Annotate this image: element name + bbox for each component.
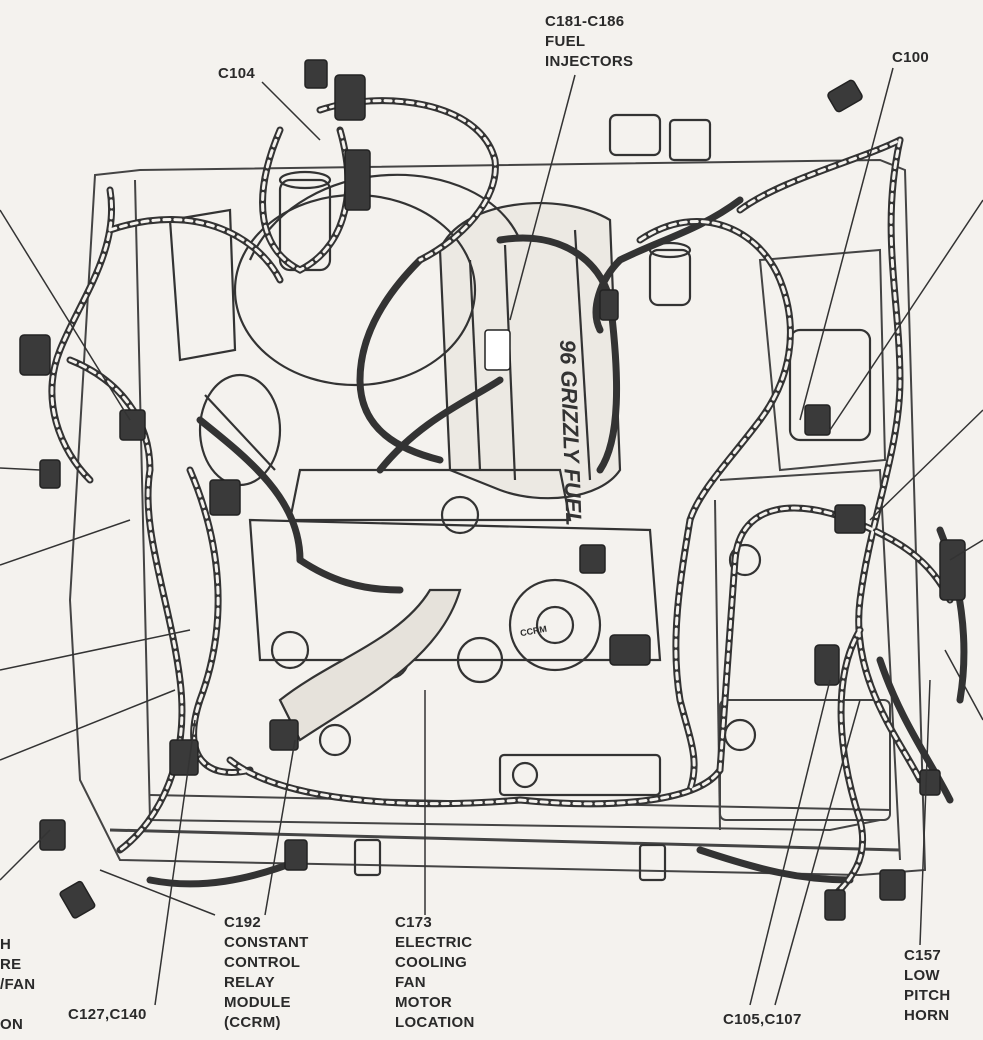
- callout-cooling-fan-line1: C173: [395, 914, 433, 931]
- callout-left-cut-line3: /FAN: [0, 976, 36, 993]
- callout-cooling-fan-line3: COOLING: [395, 954, 468, 971]
- callout-c100-line1: C100: [892, 49, 930, 66]
- callout-ccrm-line6: (CCRM): [224, 1014, 281, 1031]
- callout-cooling-fan-line2: ELECTRIC: [395, 934, 473, 951]
- callout-cooling-fan-line5: MOTOR: [395, 994, 453, 1011]
- callout-cooling-fan-line6: LOCATION: [395, 1014, 475, 1031]
- callout-ccrm: C192 CONSTANT CONTROL RELAY MODULE (CCRM…: [224, 913, 309, 1033]
- callout-ccrm-line5: MODULE: [224, 994, 291, 1011]
- callout-left-cut-line2: RE: [0, 956, 22, 973]
- callout-c127-c140-line1: C127,C140: [68, 1006, 147, 1023]
- callout-fuel-injectors: C181-C186 FUEL INJECTORS: [545, 12, 633, 72]
- callout-c105-c107-line1: C105,C107: [723, 1011, 802, 1028]
- callout-ccrm-line2: CONSTANT: [224, 934, 309, 951]
- callout-fuel-injectors-line2: FUEL: [545, 33, 586, 50]
- callout-c127-c140: C127,C140: [68, 1005, 147, 1025]
- callout-ccrm-line3: CONTROL: [224, 954, 301, 971]
- callout-c104: C104: [218, 64, 255, 84]
- callout-low-pitch-horn-line1: C157: [904, 947, 942, 964]
- callout-low-pitch-horn-line2: LOW: [904, 967, 940, 984]
- callout-fuel-injectors-line3: INJECTORS: [545, 53, 634, 70]
- engine-block: [168, 113, 872, 882]
- callout-c105-c107: C105,C107: [723, 1010, 802, 1030]
- harness-inner: [50, 99, 952, 902]
- leader-lines: [0, 67, 983, 1006]
- callout-ccrm-line1: C192: [224, 914, 262, 931]
- callout-low-pitch-horn-line4: HORN: [904, 1007, 950, 1024]
- callout-cooling-fan: C173 ELECTRIC COOLING FAN MOTOR LOCATION: [395, 913, 475, 1033]
- callout-low-pitch-horn: C157 LOW PITCH HORN: [904, 946, 951, 1026]
- callout-fuel-injectors-line1: C181-C186: [545, 13, 625, 30]
- callout-left-cut-line1: H: [0, 936, 12, 953]
- connectors: [19, 59, 966, 921]
- callout-c100: C100: [892, 48, 929, 68]
- callout-ccrm-line4: RELAY: [224, 974, 275, 991]
- callout-low-pitch-horn-line3: PITCH: [904, 987, 951, 1004]
- callout-left-cut-line4: [0, 995, 35, 1015]
- callout-cooling-fan-line4: FAN: [395, 974, 426, 991]
- callout-c104-line1: C104: [218, 65, 256, 82]
- callout-left-cut-line5: ON: [0, 1016, 24, 1033]
- callout-left-cut-off: H RE /FAN ON: [0, 935, 35, 1035]
